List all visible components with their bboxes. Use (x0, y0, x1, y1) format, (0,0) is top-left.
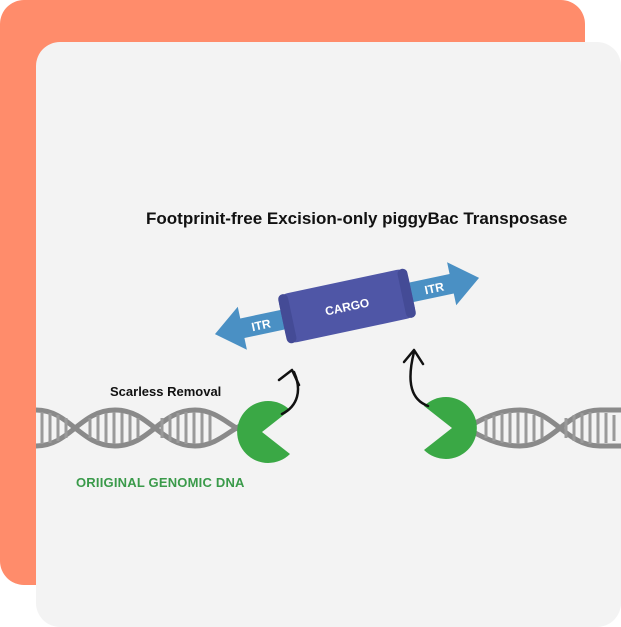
cargo-block (279, 269, 415, 343)
itr-left-arrow (214, 306, 288, 350)
left-curved-arrow-icon (277, 368, 301, 416)
right-dna-helix (468, 407, 621, 449)
left-dna-helix (35, 407, 242, 449)
original-genomic-dna-label: ORIIGINAL GENOMIC DNA (76, 475, 245, 490)
right-transposase-enzyme (424, 397, 477, 460)
diagram-title: Footprinit-free Excision-only piggyBac T… (146, 209, 568, 228)
left-transposase-enzyme (237, 401, 290, 463)
right-dna-rungs (484, 412, 616, 444)
itr-right-arrow (406, 262, 480, 306)
scarless-removal-label: Scarless Removal (110, 384, 222, 399)
right-curved-arrow-icon (402, 348, 430, 408)
transposon-assembly: CARGO ITR ITR (214, 262, 480, 350)
itr-left-label: ITR (250, 316, 272, 334)
itr-right-label: ITR (423, 280, 445, 298)
left-dna-rungs (40, 412, 212, 444)
